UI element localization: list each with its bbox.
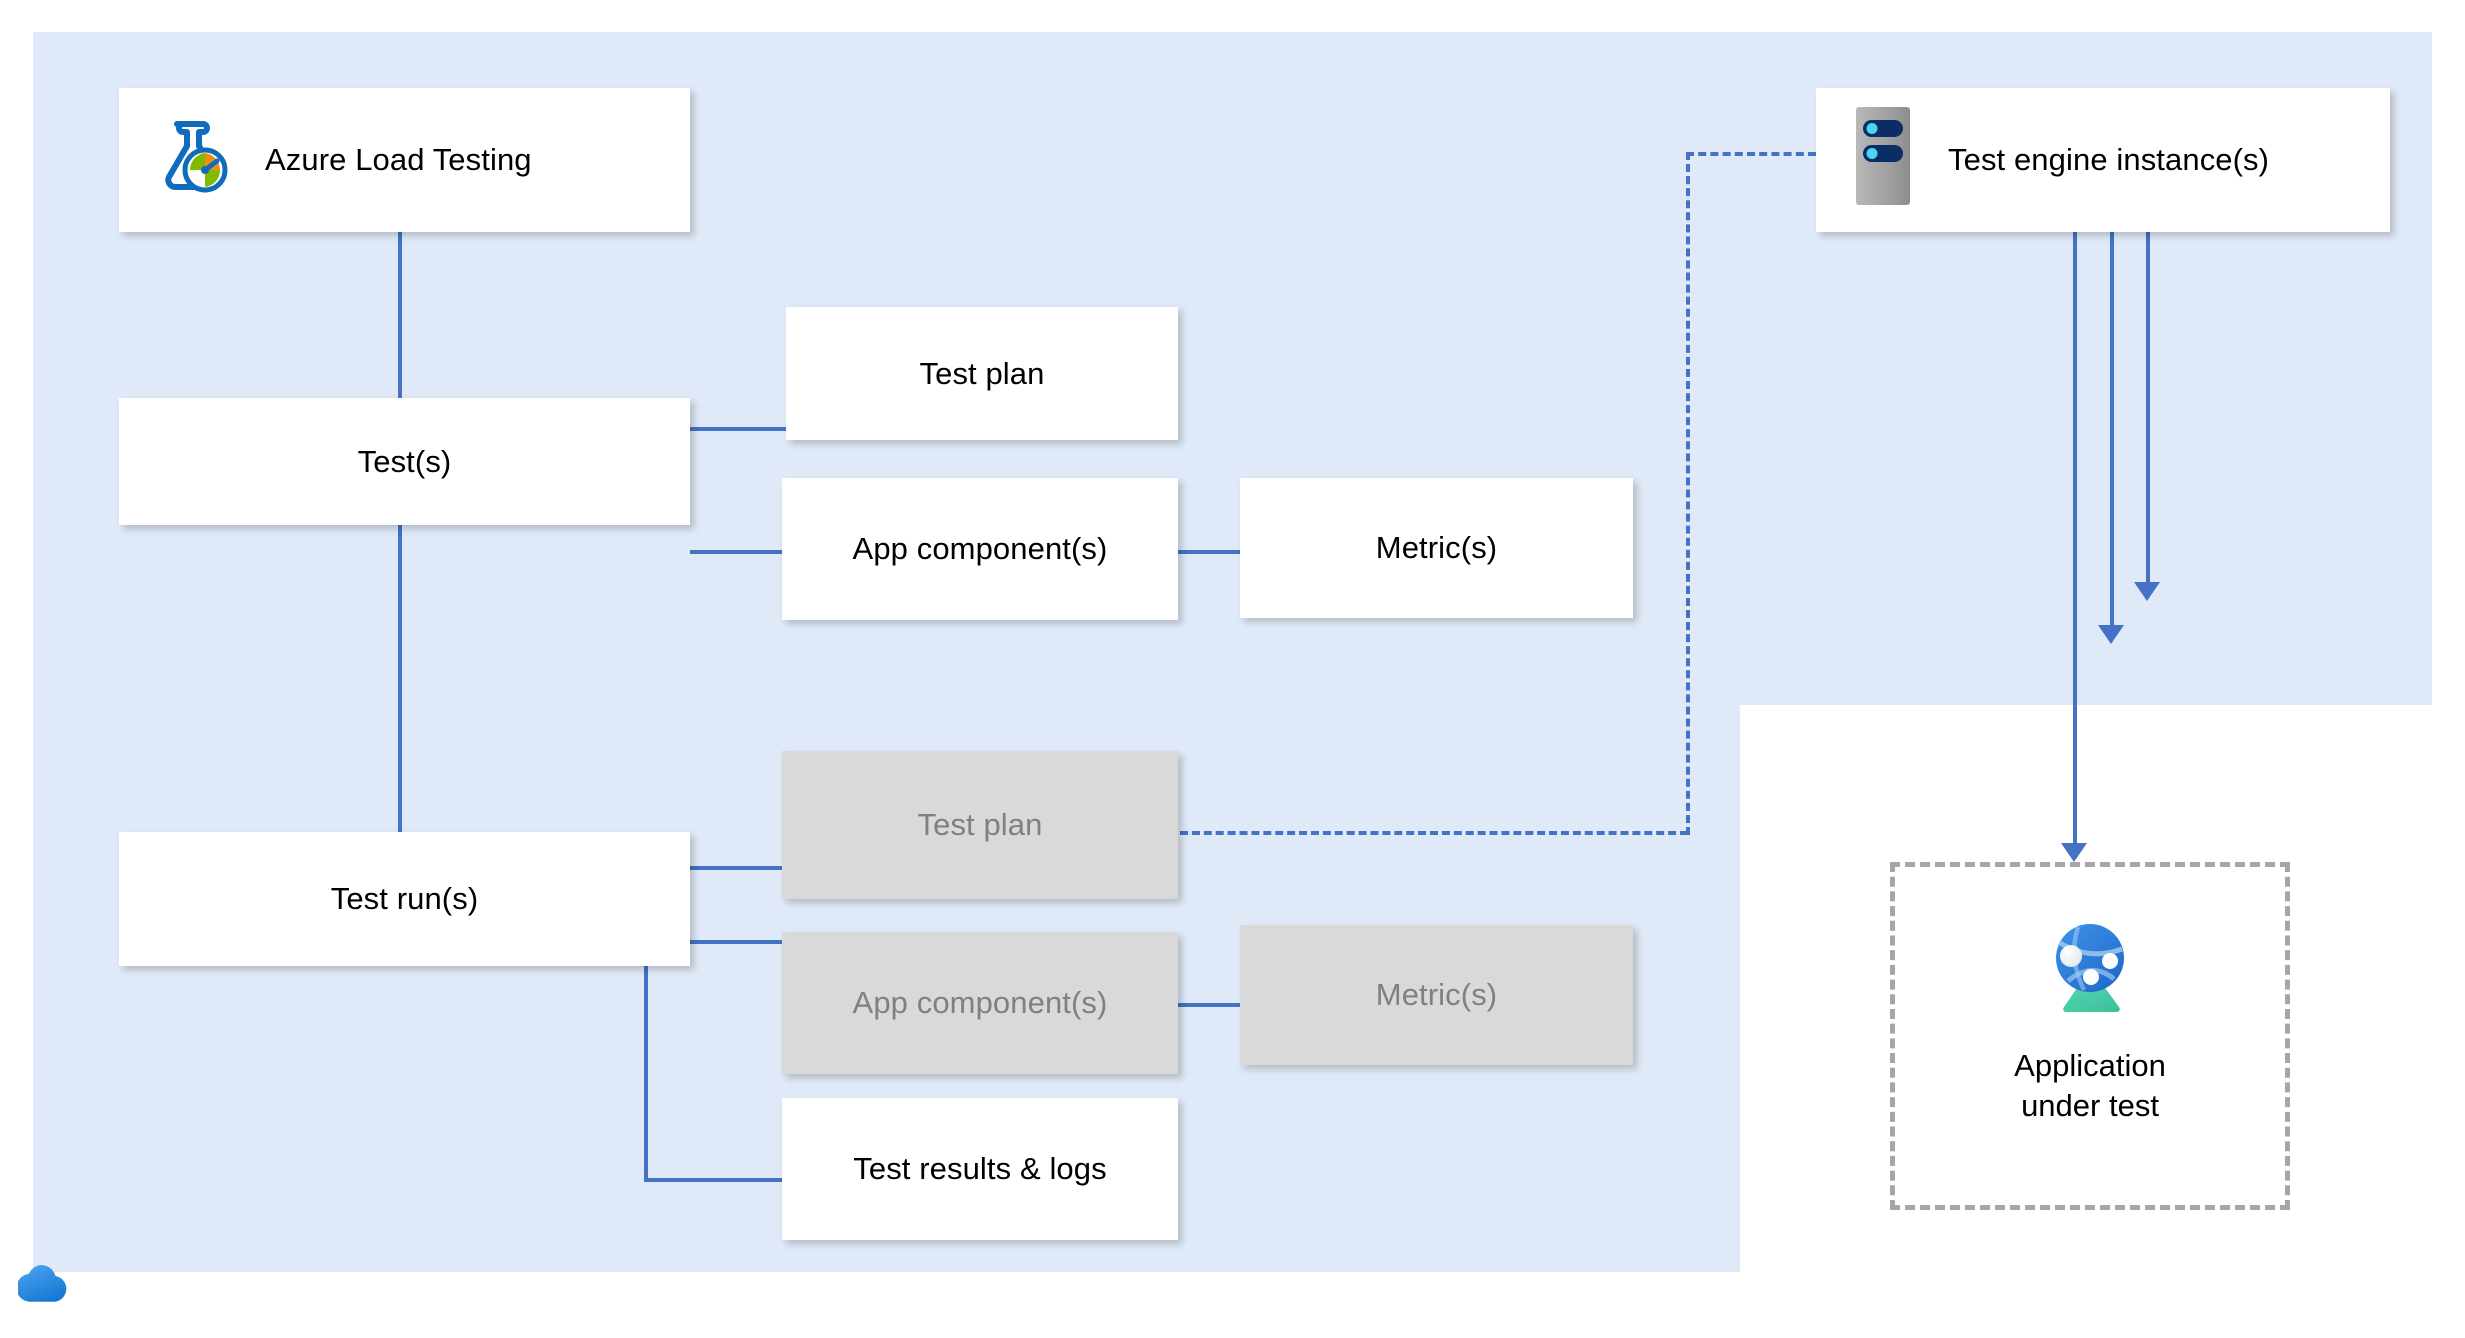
node-label: App component(s) <box>852 985 1108 1020</box>
node-label: Metric(s) <box>1375 530 1498 565</box>
node-label: App component(s) <box>852 531 1108 566</box>
aut-label-line-1: Application <box>2014 1048 2166 1083</box>
node-test-results-logs[interactable]: Test results & logs <box>782 1098 1178 1240</box>
connector-test-runs-elbow-vertical <box>644 966 648 1180</box>
node-label: Test run(s) <box>330 881 479 916</box>
node-test-plan[interactable]: Test plan <box>786 307 1178 440</box>
web-app-globe-icon <box>2034 915 2144 1020</box>
node-label: Test plan <box>917 807 1043 842</box>
node-tests[interactable]: Test(s) <box>119 398 690 525</box>
connector-tests-to-app-components <box>690 550 786 554</box>
node-test-engine-instances[interactable]: Test engine instance(s) <box>1816 88 2390 232</box>
node-metrics-dimmed[interactable]: Metric(s) <box>1240 925 1633 1065</box>
node-test-runs[interactable]: Test run(s) <box>119 832 690 966</box>
node-label: Test engine instance(s) <box>1948 142 2270 177</box>
azure-cloud-logo <box>16 1255 96 1316</box>
node-label: Azure Load Testing <box>265 142 532 177</box>
server-rack-icon <box>1854 105 1912 215</box>
application-under-test-boundary <box>1890 862 2290 1210</box>
node-label: Metric(s) <box>1375 977 1498 1012</box>
connector-test-runs-to-test-plan-dimmed <box>690 866 786 870</box>
node-label: Test plan <box>919 355 1045 391</box>
node-app-components-dimmed[interactable]: App component(s) <box>782 932 1178 1074</box>
arrowhead-engine-to-app-2 <box>2098 625 2124 644</box>
connector-engine-to-app-line-3 <box>2146 232 2150 589</box>
application-under-test-label: Application under test <box>1890 1046 2290 1125</box>
arrowhead-engine-to-app-3 <box>2134 582 2160 601</box>
connector-test-plan-to-engine-dashed-h2 <box>1686 152 1816 156</box>
connector-app-components-to-metrics <box>1178 550 1240 554</box>
node-metrics[interactable]: Metric(s) <box>1240 478 1633 618</box>
connector-engine-to-app-line-1 <box>2073 232 2077 850</box>
connector-engine-to-app-line-2 <box>2110 232 2114 632</box>
connector-app-components-to-metrics-dimmed <box>1178 1003 1240 1007</box>
node-label: Test results & logs <box>853 1151 1107 1186</box>
node-test-plan-dimmed[interactable]: Test plan <box>782 751 1178 899</box>
connector-test-runs-elbow-horizontal <box>644 1178 786 1182</box>
arrowhead-engine-to-app-1 <box>2061 843 2087 862</box>
node-label: Test(s) <box>357 443 452 479</box>
connector-test-runs-to-app-components-dimmed <box>690 940 786 944</box>
connector-test-plan-to-engine-dashed-h1 <box>1180 831 1688 835</box>
aut-label-line-2: under test <box>2021 1087 2159 1123</box>
node-app-components[interactable]: App component(s) <box>782 478 1178 620</box>
connector-azure-to-tests-trunk <box>398 232 402 834</box>
connector-tests-to-test-plan <box>690 427 786 431</box>
node-azure-load-testing[interactable]: Azure Load Testing <box>119 88 690 232</box>
connector-test-plan-to-engine-dashed-v <box>1686 152 1690 835</box>
azure-load-testing-icon <box>157 118 229 202</box>
